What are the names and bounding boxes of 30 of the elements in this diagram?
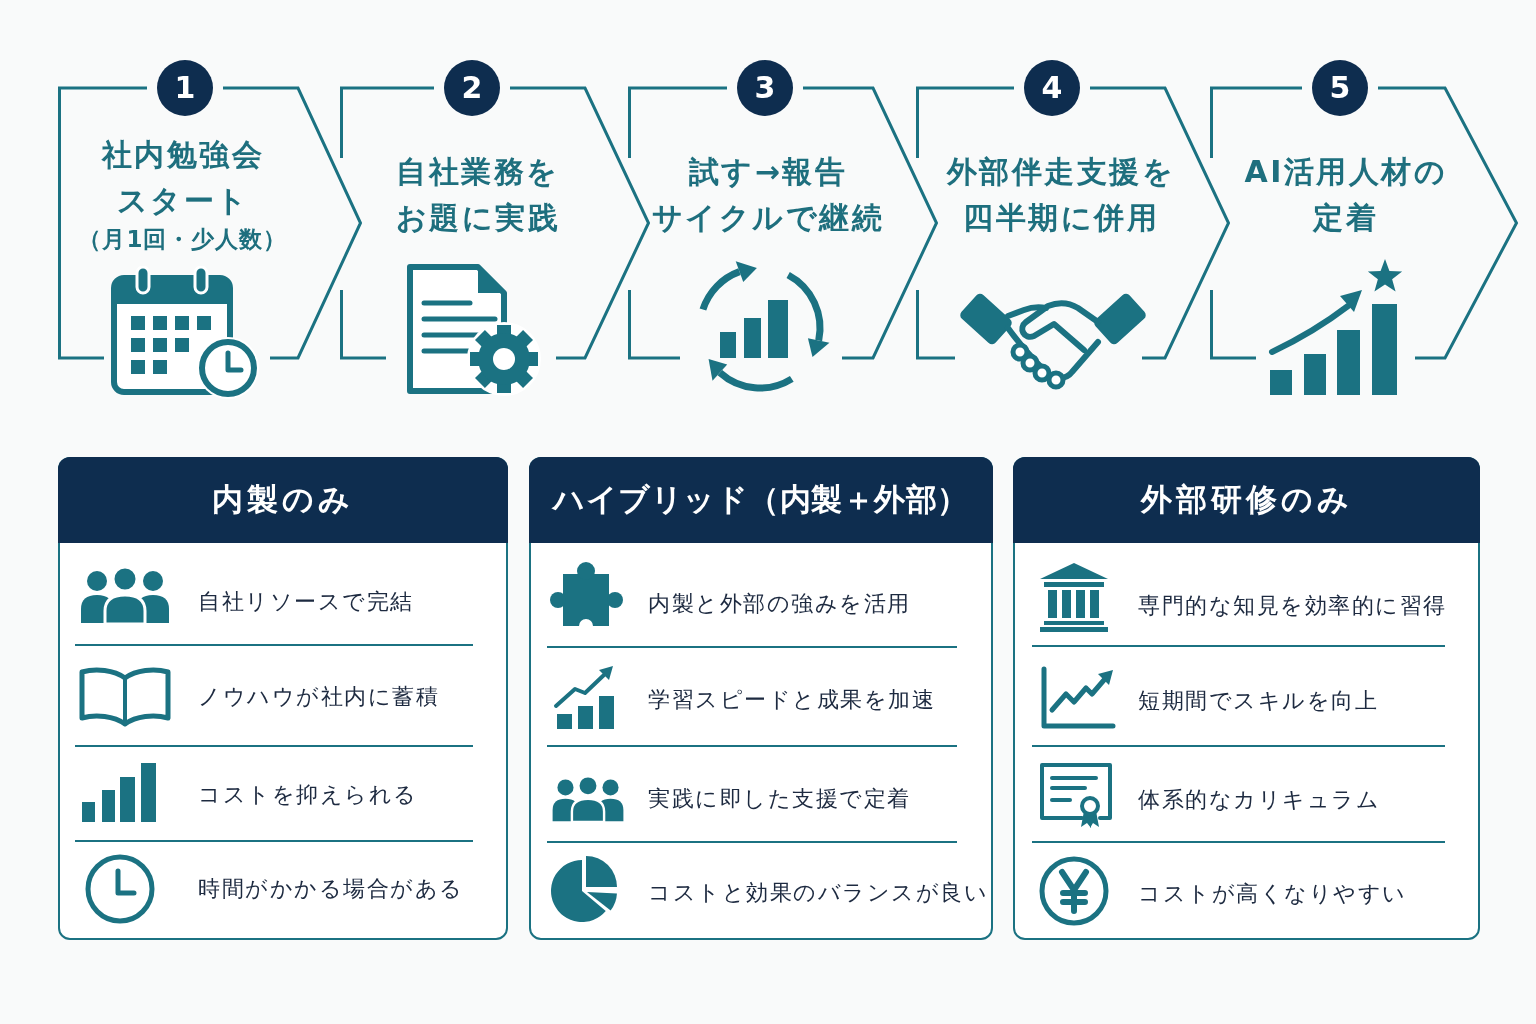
number-badge: 5 (1312, 60, 1368, 116)
feature-text: 専門的な知見を効率的に習得 (1138, 592, 1447, 620)
feature-text: 実践に即した支援で定着 (648, 785, 911, 813)
feature-text: コストを抑えられる (198, 781, 418, 809)
step-text: 外部伴走支援を四半期に併用 (946, 153, 1176, 237)
step-text: 社内勉強会スタート (101, 136, 265, 220)
feature-text: 体系的なカリキュラム (1138, 786, 1380, 814)
feature-text: コストと効果のバランスが良い (648, 879, 988, 907)
number-badge: 2 (444, 60, 500, 116)
step-subtext: （月1回・少人数） (78, 225, 288, 254)
feature-text: 時間がかかる場合がある (198, 875, 464, 903)
panel-header: 外部研修のみ (1013, 457, 1480, 543)
step-text: AI活用人材の定着 (1244, 153, 1448, 237)
comparison-panel (58, 457, 508, 940)
feature-text: コストが高くなりやすい (1138, 880, 1407, 908)
comparison-panel (529, 457, 993, 940)
step-text: 自社業務をお題に実践 (395, 153, 561, 237)
feature-text: ノウハウが社内に蓄積 (198, 683, 439, 711)
step-text: 試す→報告サイクルで継続 (651, 153, 885, 237)
number-badge: 4 (1024, 60, 1080, 116)
panel-header: 内製のみ (58, 457, 508, 543)
feature-text: 短期間でスキルを向上 (1138, 687, 1378, 715)
feature-text: 学習スピードと成果を加速 (648, 686, 935, 714)
number-badge: 1 (157, 60, 213, 116)
feature-text: 自社リソースで完結 (198, 588, 414, 616)
feature-text: 内製と外部の強みを活用 (648, 590, 911, 618)
comparison-panel (1013, 457, 1480, 940)
step-frame (58, 58, 362, 400)
number-badge: 3 (737, 60, 793, 116)
panel-header: ハイブリッド（内製＋外部） (529, 457, 993, 543)
